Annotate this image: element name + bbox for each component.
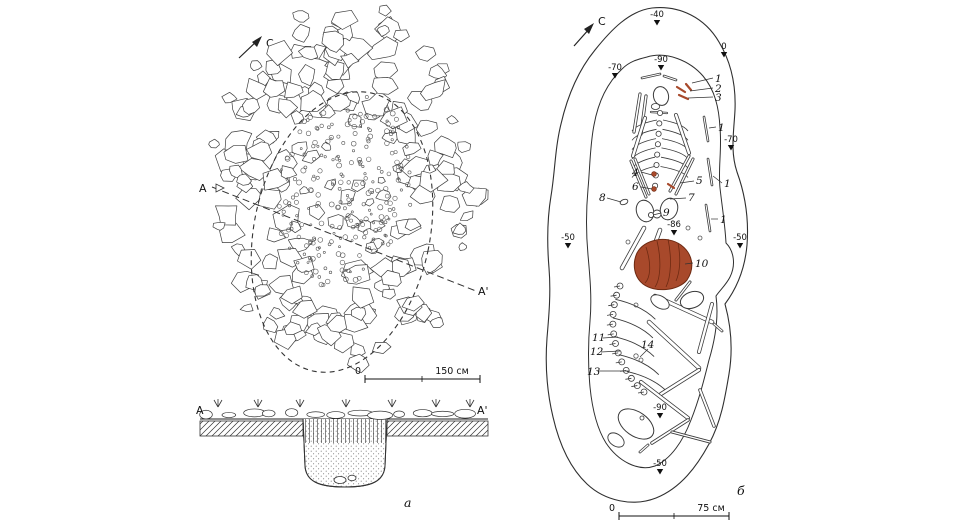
- burial-contents: [598, 72, 724, 454]
- find-label: 12: [590, 346, 604, 358]
- section-label-a: А: [196, 404, 204, 417]
- depth-marker: -40: [650, 10, 664, 26]
- north-label-b: С: [598, 15, 606, 28]
- find-label: 1: [720, 214, 727, 226]
- find-labels: 1 2 3 1 4 5 6 1 7 8 9 1 10 11 12 13 14: [587, 73, 731, 378]
- pebble-field: [277, 95, 413, 288]
- section-deco: [199, 399, 476, 420]
- profile-line-tick: [215, 183, 225, 193]
- find-label: 6: [632, 181, 639, 193]
- depth-marker: 0: [720, 42, 728, 58]
- depth-marker: -50: [733, 233, 747, 249]
- depth-marker: -86: [667, 220, 681, 236]
- find-label: 13: [587, 366, 601, 378]
- svg-text:-50: -50: [653, 459, 667, 469]
- find-label: 1: [715, 73, 722, 85]
- depth-marker: -90: [653, 403, 667, 419]
- find-label: 5: [696, 175, 703, 187]
- find-label: 11: [592, 332, 605, 344]
- depth-marker: -70: [608, 63, 622, 79]
- svg-text:-70: -70: [724, 135, 738, 145]
- caption-b: б: [737, 483, 745, 498]
- section-label-a2: А': [477, 404, 488, 417]
- scale-a-length: 150 см: [435, 366, 469, 377]
- profile-label-a: А: [199, 182, 207, 195]
- find-label: 1: [718, 122, 725, 134]
- figure-b: С -40 0 -90 -70 -70 -86 -50 -50 -90 -50 …: [545, 7, 749, 520]
- north-arrow-a: [238, 36, 262, 59]
- depth-marker: -90: [654, 55, 668, 71]
- scale-bar-a: 0 150 см: [355, 366, 481, 383]
- figure-a: С А А' 0 150 см А А': [196, 4, 489, 510]
- caption-a: а: [404, 495, 411, 510]
- scale-a-zero: 0: [355, 366, 361, 377]
- svg-text:-50: -50: [733, 233, 747, 243]
- scale-bar-b: 0 75 см: [609, 503, 730, 520]
- find-label: 14: [641, 339, 654, 351]
- find-label: 2: [714, 83, 722, 95]
- find-label: 7: [688, 192, 695, 204]
- find-label: 4: [631, 167, 639, 179]
- depth-marker: -70: [724, 135, 738, 151]
- find-label: 3: [715, 92, 722, 104]
- svg-text:-40: -40: [650, 10, 664, 20]
- svg-text:-50: -50: [561, 233, 575, 243]
- svg-text:-90: -90: [654, 55, 668, 65]
- scale-b-length: 75 см: [697, 503, 725, 514]
- profile-line: [211, 186, 477, 292]
- depth-marker: -50: [561, 233, 575, 249]
- stone-field: [208, 4, 489, 374]
- find-label: 10: [695, 258, 709, 270]
- pit-outline-dashed: [250, 91, 434, 373]
- scale-b-zero: 0: [609, 503, 615, 514]
- svg-text:0: 0: [721, 42, 726, 52]
- find-label: 1: [724, 178, 731, 190]
- depth-markers: -40 0 -90 -70 -70 -86 -50 -50 -90 -50: [561, 10, 747, 475]
- svg-text:-70: -70: [608, 63, 622, 73]
- svg-text:-86: -86: [667, 220, 681, 230]
- cross-section: А А': [196, 399, 489, 488]
- depth-marker: -50: [653, 459, 667, 475]
- north-arrow-b: [573, 23, 594, 47]
- profile-label-a2: А': [478, 285, 489, 298]
- find-label: 8: [599, 192, 606, 204]
- find-label: 9: [663, 207, 670, 219]
- north-label-a: С: [266, 37, 274, 50]
- svg-text:-90: -90: [653, 403, 667, 413]
